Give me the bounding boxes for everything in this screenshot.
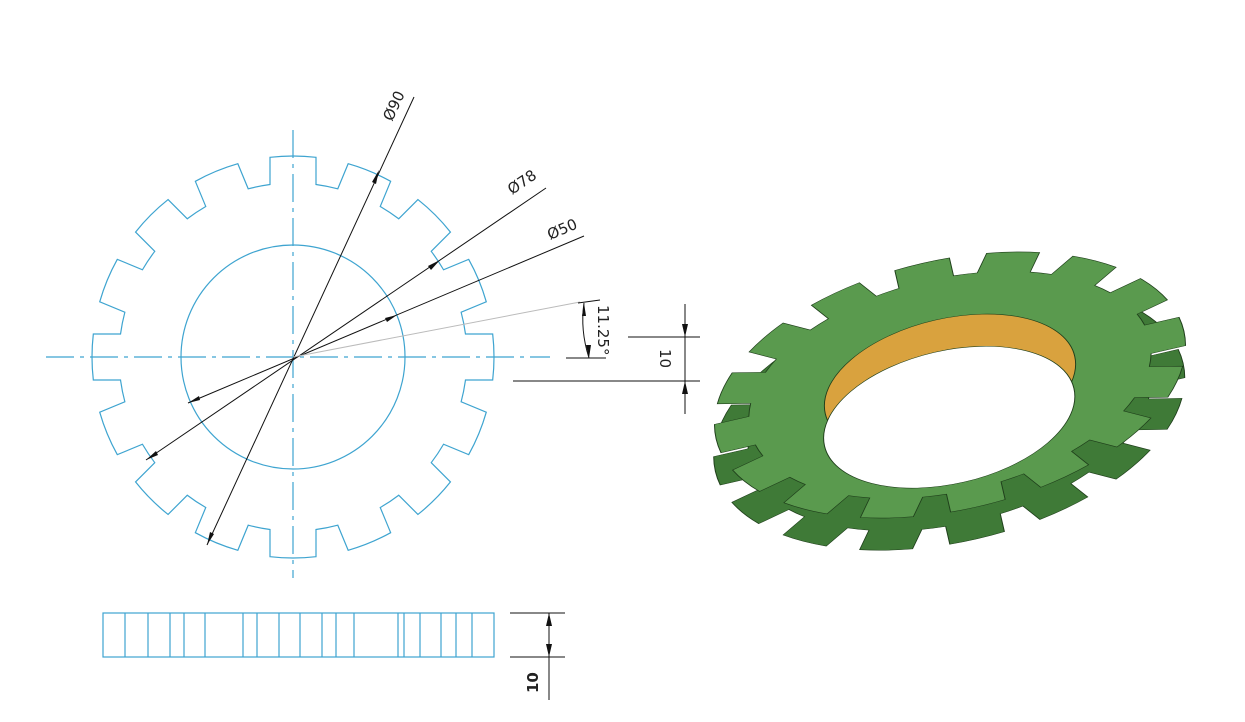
label-angle: 11.25° xyxy=(594,305,612,355)
arrow-icon xyxy=(682,324,688,337)
gear-side-view xyxy=(102,612,495,658)
arrow-icon xyxy=(146,451,158,460)
arrow-icon xyxy=(582,303,586,316)
label-d78: Ø78 xyxy=(504,166,540,198)
arrow-icon xyxy=(385,315,397,322)
bore-opening xyxy=(823,345,1076,489)
arrow-icon xyxy=(682,381,688,394)
arrow-icon xyxy=(372,170,379,184)
gear-outline xyxy=(91,155,495,559)
angle-reference-line xyxy=(292,301,581,358)
arrow-icon xyxy=(428,260,440,270)
arrow-icon xyxy=(546,644,552,657)
label-thickness-side: 10 xyxy=(524,672,542,693)
arrow-icon xyxy=(207,532,214,545)
dim-line-d90 xyxy=(206,96,415,546)
side-view-tooth-edges xyxy=(124,613,473,657)
arrow-icon xyxy=(546,613,552,626)
dimensions xyxy=(102,96,700,700)
arrow-icon xyxy=(188,396,200,403)
gear-3d-view xyxy=(713,251,1187,551)
dim-line-d78 xyxy=(145,187,547,461)
label-thickness-iso: 10 xyxy=(656,349,674,368)
gear-front-view xyxy=(46,130,550,578)
arrow-icon xyxy=(586,345,591,358)
